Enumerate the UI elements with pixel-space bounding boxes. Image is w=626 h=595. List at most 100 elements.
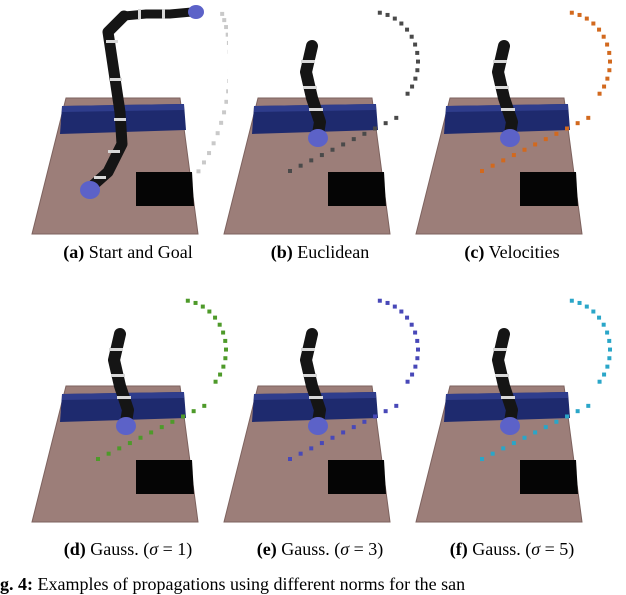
target-square bbox=[328, 460, 386, 494]
panel-e bbox=[220, 290, 420, 528]
trail-point bbox=[309, 158, 313, 162]
trail-point bbox=[533, 142, 537, 146]
trail-point bbox=[373, 126, 377, 130]
figure-caption-label: g. 4: bbox=[0, 574, 33, 594]
trail-point bbox=[212, 141, 216, 145]
trail-point bbox=[331, 148, 335, 152]
joint-ring bbox=[301, 60, 315, 63]
trail-point bbox=[605, 331, 609, 335]
caption-d-prefix: Gauss. ( bbox=[90, 539, 149, 559]
trail-point bbox=[406, 380, 410, 384]
trail-point bbox=[605, 77, 609, 81]
target-square bbox=[136, 460, 194, 494]
trail-point bbox=[576, 409, 580, 413]
gripper bbox=[500, 417, 520, 435]
joint-ring bbox=[162, 9, 165, 19]
goal-gripper bbox=[188, 5, 204, 19]
trail-point bbox=[480, 457, 484, 461]
trail-point bbox=[598, 92, 602, 96]
gripper bbox=[116, 417, 136, 435]
trail-point bbox=[128, 441, 132, 445]
scene-gauss-sigma-5 bbox=[412, 290, 612, 528]
panel-c bbox=[412, 2, 612, 240]
trail-point bbox=[201, 305, 205, 309]
gripper bbox=[308, 129, 328, 147]
caption-f-prefix: Gauss. ( bbox=[472, 539, 531, 559]
trail-point bbox=[405, 28, 409, 32]
trail-point bbox=[607, 51, 611, 55]
trail-point bbox=[352, 425, 356, 429]
trail-point bbox=[523, 148, 527, 152]
trail-point bbox=[192, 409, 196, 413]
caption-c-text: Velocities bbox=[489, 242, 560, 262]
trail-point bbox=[602, 373, 606, 377]
joint-ring bbox=[493, 60, 507, 63]
joint-ring bbox=[108, 150, 120, 153]
trail-point bbox=[399, 22, 403, 26]
trail-point bbox=[591, 22, 595, 26]
trail-point bbox=[533, 430, 537, 434]
scene-velocities bbox=[412, 2, 612, 240]
trail-point bbox=[491, 164, 495, 168]
joint-ring bbox=[117, 396, 131, 399]
caption-e-suffix: = 3) bbox=[349, 539, 383, 559]
caption-d: (d) Gauss. (σ = 1) bbox=[28, 539, 228, 560]
joint-ring bbox=[94, 176, 106, 179]
caption-b-label: (b) bbox=[271, 242, 293, 262]
joint-ring bbox=[303, 86, 317, 89]
trail-point bbox=[570, 299, 574, 303]
trail-point bbox=[393, 305, 397, 309]
gripper bbox=[308, 417, 328, 435]
joint-ring bbox=[303, 374, 317, 377]
joint-ring bbox=[114, 118, 126, 121]
trail-point bbox=[288, 457, 292, 461]
trail-point bbox=[554, 132, 558, 136]
trail-point bbox=[384, 409, 388, 413]
trail-point bbox=[320, 441, 324, 445]
trail-point bbox=[544, 425, 548, 429]
joint-ring bbox=[138, 9, 141, 19]
trail-point bbox=[605, 43, 609, 47]
trail-point bbox=[309, 446, 313, 450]
trail-point bbox=[160, 425, 164, 429]
caption-f-suffix: = 5) bbox=[540, 539, 574, 559]
trail-point bbox=[491, 452, 495, 456]
trail-point bbox=[378, 299, 382, 303]
joint-ring bbox=[495, 86, 509, 89]
joint-ring bbox=[106, 40, 118, 43]
scene-start-and-goal bbox=[28, 2, 228, 240]
trail-point bbox=[196, 169, 200, 173]
trail-point bbox=[117, 446, 121, 450]
trail-point bbox=[378, 11, 382, 15]
caption-d-label: (d) bbox=[64, 539, 86, 559]
caption-d-suffix: = 1) bbox=[158, 539, 192, 559]
trail-point bbox=[602, 35, 606, 39]
trail-point bbox=[602, 323, 606, 327]
trail-point bbox=[213, 316, 217, 320]
trail-point bbox=[139, 436, 143, 440]
scene-gauss-sigma-3 bbox=[220, 290, 420, 528]
trail-point bbox=[194, 301, 198, 305]
trail-point bbox=[186, 299, 190, 303]
target-square bbox=[520, 172, 578, 206]
joint-ring bbox=[501, 396, 515, 399]
trail-point bbox=[341, 142, 345, 146]
trail-point bbox=[597, 28, 601, 32]
trail-point bbox=[565, 414, 569, 418]
joint-ring bbox=[501, 108, 515, 111]
trail-point bbox=[331, 436, 335, 440]
caption-f: (f) Gauss. (σ = 5) bbox=[412, 539, 612, 560]
gripper bbox=[500, 129, 520, 147]
trail-point bbox=[586, 404, 590, 408]
trail-point bbox=[570, 11, 574, 15]
trail-point bbox=[591, 310, 595, 314]
caption-a-text: Start and Goal bbox=[89, 242, 193, 262]
trail-point bbox=[96, 457, 100, 461]
trail-point bbox=[394, 116, 398, 120]
caption-d-sigma: σ bbox=[149, 539, 158, 559]
trail-point bbox=[607, 356, 611, 360]
trail-point bbox=[181, 414, 185, 418]
trail-point bbox=[214, 380, 218, 384]
trail-point bbox=[299, 164, 303, 168]
trail-point bbox=[362, 420, 366, 424]
